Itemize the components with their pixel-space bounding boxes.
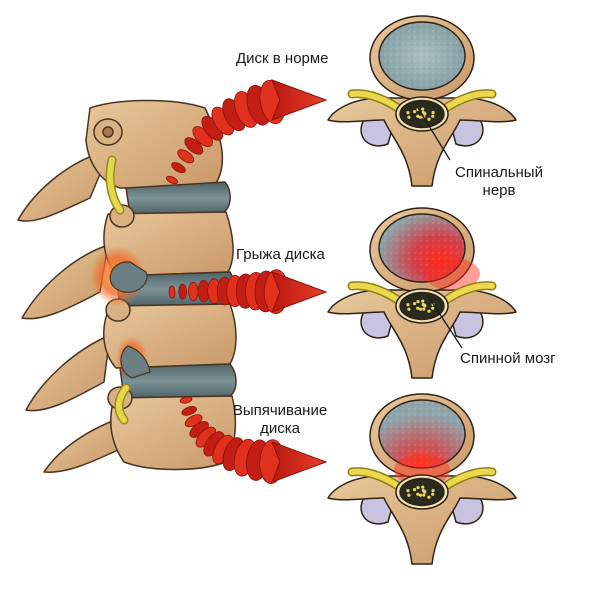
arrow-group — [166, 79, 328, 484]
label-spinal-nerve: Спинальный нерв — [444, 164, 554, 200]
pointer-lines — [417, 107, 463, 349]
label-normal-disc: Диск в норме — [236, 50, 329, 67]
arrow-herniated — [168, 269, 328, 315]
arrow-bulging — [179, 396, 328, 484]
arrow-dot — [188, 281, 199, 301]
arrowhead-icon — [271, 271, 328, 313]
arrowhead-icon — [271, 79, 328, 121]
section-normal — [327, 15, 517, 187]
label-spinal-cord: Спинной мозг — [460, 350, 556, 367]
label-spinal-nerve-line2: нерв — [482, 182, 516, 199]
herniation-highlight — [90, 246, 151, 380]
spinal-cord-icon — [399, 291, 445, 321]
arrow-normal — [166, 79, 328, 185]
label-bulging-line1: Выпячивание — [232, 402, 328, 419]
label-bulging-line2: диска — [260, 420, 300, 437]
arrow-dot — [179, 396, 193, 404]
arrowhead-icon — [271, 441, 328, 483]
section-bulging — [327, 393, 517, 565]
arrow-dot — [181, 405, 197, 416]
arrow-dot — [177, 149, 195, 164]
arrow-dot — [178, 283, 187, 300]
label-spinal-nerve-line1: Спинальный — [455, 164, 543, 181]
arrow-dot — [168, 285, 176, 299]
spinal-nerve-pointer — [417, 107, 451, 161]
spinal-cord-icon — [399, 477, 445, 507]
spinal-cord-pointer — [427, 295, 463, 349]
arrow-dot — [166, 175, 178, 185]
section-herniated — [327, 207, 517, 379]
label-bulging-disc: Выпячивание диска — [232, 402, 328, 438]
arrow-dot — [171, 162, 186, 174]
arrow-dot — [184, 137, 204, 155]
cross-section-group — [327, 15, 517, 565]
label-herniated-disc: Грыжа диска — [236, 246, 325, 263]
